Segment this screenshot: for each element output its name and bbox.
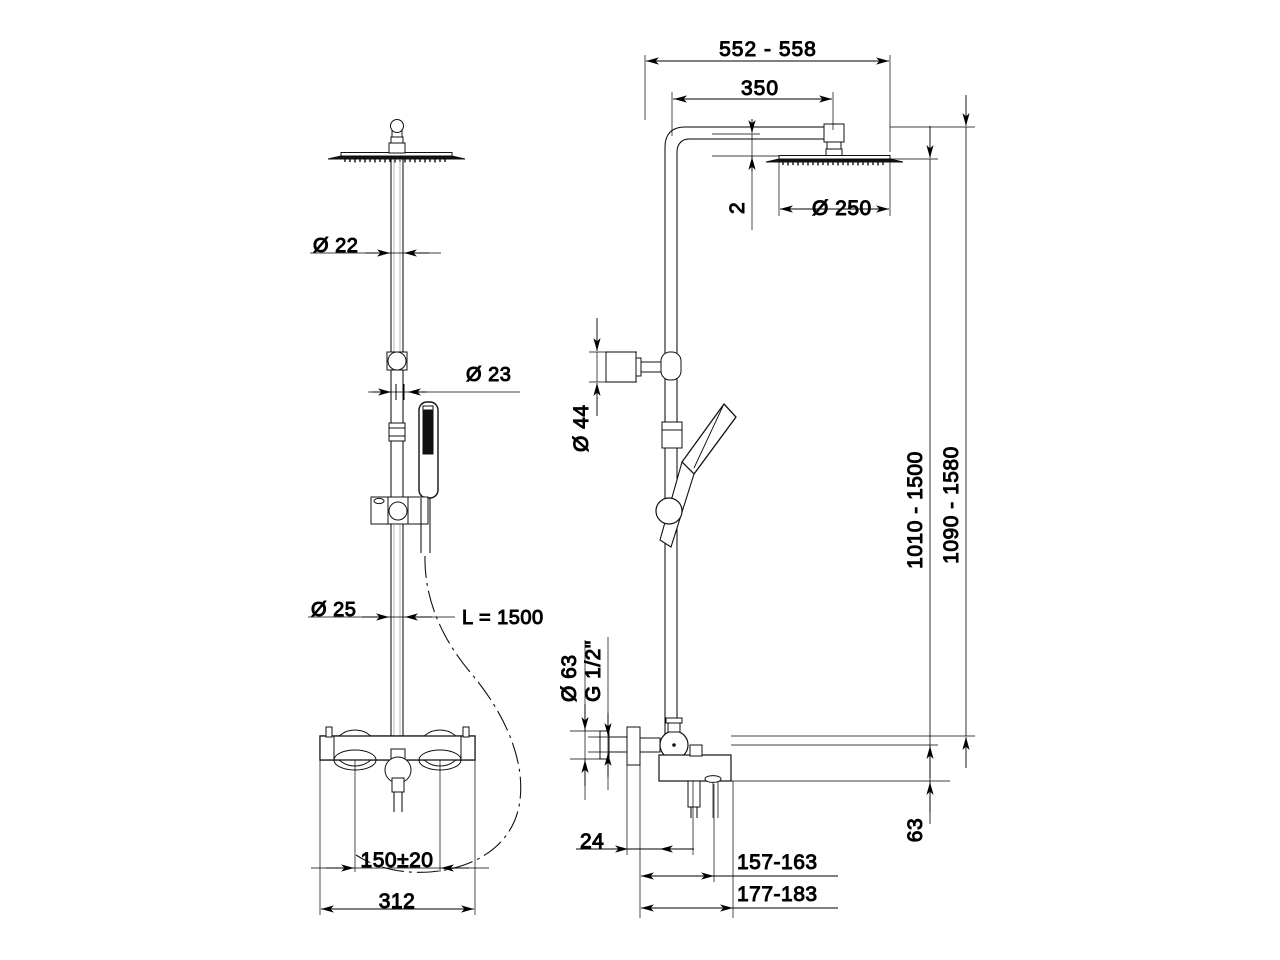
dim-label-total-projection: 552 - 558	[719, 38, 817, 61]
dim-label-head-thickness: 2	[726, 202, 749, 214]
dim-hose-length: L = 1500	[462, 607, 544, 630]
front-view: Ø 22 Ø 23 Ø 25 L = 1500 150±20	[308, 119, 544, 915]
dim-label-height-b: 1090 - 1580	[940, 446, 963, 564]
dim-height-b: 1090 - 1580	[731, 95, 975, 768]
dim-label-flange-projection: 24	[580, 830, 604, 853]
front-hand-shower	[418, 401, 439, 499]
side-wall-connector	[599, 726, 661, 766]
dim-head-thickness: 2	[712, 119, 779, 230]
dim-label-arm-length: 350	[741, 77, 779, 100]
side-riser-and-arm	[664, 126, 838, 736]
dim-label-bracket-diameter: Ø 44	[570, 404, 593, 452]
dim-label-flange-diameter: Ø 63	[558, 654, 581, 702]
front-shower-hose	[355, 498, 522, 873]
front-riser-pipe-upper	[390, 159, 404, 352]
dim-label-body-width: 312	[379, 890, 416, 913]
dim-height-a: 1010 - 1500	[731, 126, 938, 778]
dim-riser-diameter: Ø 22	[310, 235, 441, 258]
dim-thread-size: G 1/2"	[582, 637, 612, 790]
front-overhead-shower-head	[327, 119, 466, 163]
dim-mixer-projection-a: 157-163	[639, 765, 838, 888]
dim-label-head-diameter: Ø 250	[812, 197, 872, 220]
front-mixer-body	[319, 726, 476, 812]
dim-label-thread-size: G 1/2"	[582, 640, 605, 702]
dim-lower-riser-diameter: Ø 25	[308, 599, 455, 622]
front-shower-holder	[370, 496, 429, 525]
side-wall-bracket	[605, 351, 682, 383]
dim-body-width: 312	[319, 760, 476, 915]
dim-label-slidebar-diameter: Ø 23	[466, 364, 511, 386]
front-coupling-sleeve	[386, 351, 408, 371]
dim-label-mixer-projection-a: 157-163	[737, 851, 818, 874]
front-slide-bar	[388, 370, 406, 500]
dim-head-diameter: Ø 250	[778, 162, 891, 221]
dim-label-outlet-height: 63	[904, 818, 927, 842]
side-shower-holder	[655, 497, 683, 525]
dim-label-riser-diameter: Ø 22	[313, 235, 358, 257]
dim-label-hose-length: L = 1500	[462, 607, 544, 629]
dim-flange-projection: 24	[576, 765, 694, 855]
dim-label-handle-centers: 150±20	[361, 849, 434, 872]
front-riser-pipe-lower	[390, 524, 404, 736]
dim-label-height-a: 1010 - 1500	[904, 451, 927, 569]
side-view: 552 - 558 350 2 Ø 250	[558, 38, 975, 918]
dim-slidebar-diameter: Ø 23	[368, 364, 520, 400]
side-mixer-body	[658, 717, 732, 818]
dim-arm-length: 350	[671, 77, 834, 136]
dim-handle-centers: 150±20	[311, 760, 489, 873]
dim-label-lower-riser-diameter: Ø 25	[311, 599, 356, 621]
dim-total-projection: 552 - 558	[644, 38, 891, 152]
dim-label-mixer-projection-b: 177-183	[737, 883, 818, 906]
dim-bracket-diameter: Ø 44	[570, 318, 637, 453]
side-slidebar-collar	[661, 421, 683, 449]
dim-mixer-projection-b: 177-183	[639, 781, 838, 918]
dim-outlet-height: 63	[731, 745, 950, 843]
dim-flange-diameter: Ø 63	[558, 640, 600, 800]
